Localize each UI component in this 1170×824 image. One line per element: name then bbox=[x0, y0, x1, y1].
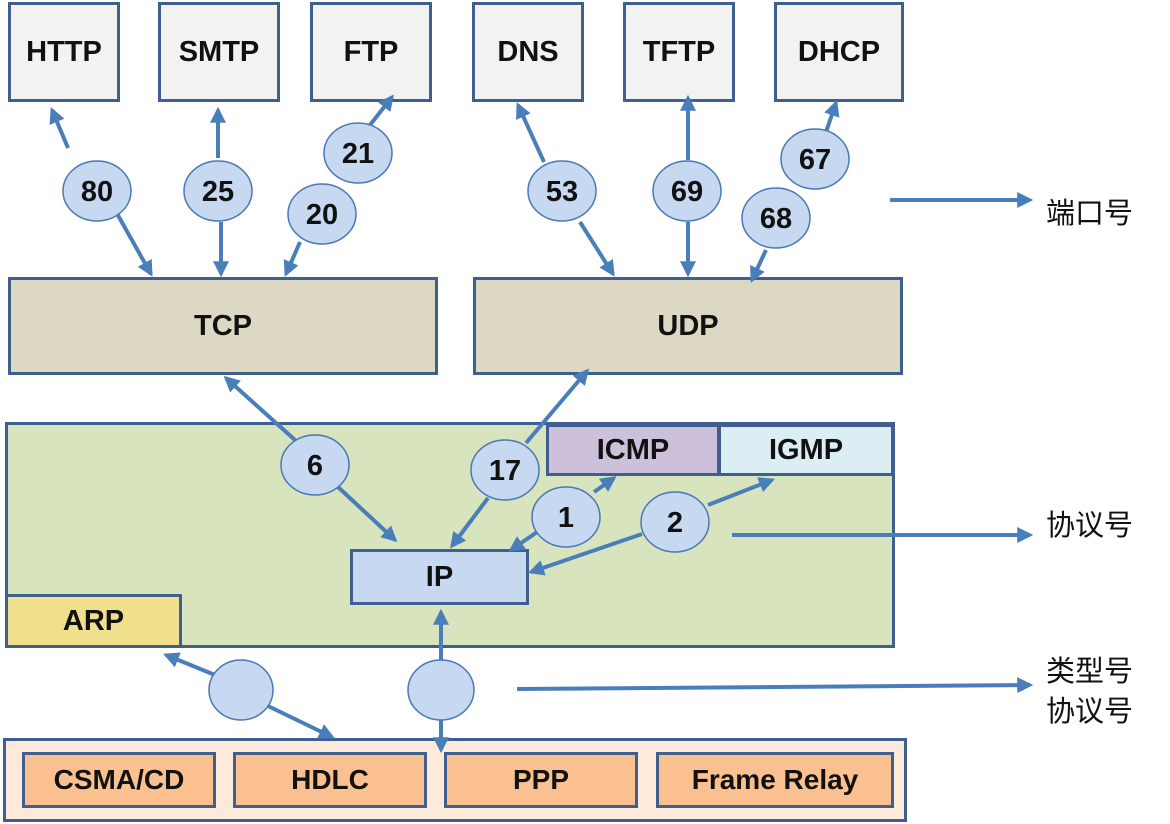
arp-empty-bubble bbox=[208, 659, 274, 721]
port-bubble-25: 25 bbox=[183, 160, 253, 222]
link-hdlc-box: HDLC bbox=[233, 752, 427, 808]
protocol-bubble-2: 2 bbox=[640, 491, 710, 553]
port-bubble-21: 21 bbox=[323, 122, 393, 184]
arp-box: ARP bbox=[5, 594, 182, 648]
icmp-box: ICMP bbox=[546, 424, 720, 476]
port-bubble-68: 68 bbox=[741, 187, 811, 249]
arp-arrow-up bbox=[163, 652, 216, 677]
svg-text:67: 67 bbox=[799, 144, 831, 176]
svg-text:1: 1 bbox=[558, 502, 574, 534]
svg-text:80: 80 bbox=[81, 176, 113, 208]
type-side-arrow bbox=[516, 677, 1034, 694]
svg-text:2: 2 bbox=[667, 507, 683, 539]
dhcp-arrow-up bbox=[824, 99, 840, 133]
smtp-box: SMTP bbox=[158, 2, 280, 102]
protocol-bubble-6: 6 bbox=[280, 434, 350, 496]
port-number-label: 端口号 bbox=[1046, 196, 1134, 230]
dns-arrow-up bbox=[516, 102, 546, 163]
svg-text:69: 69 bbox=[671, 176, 703, 208]
tftp-box: TFTP bbox=[623, 2, 735, 102]
port-bubble-80: 80 bbox=[62, 160, 132, 222]
http-box: HTTP bbox=[8, 2, 120, 102]
protocol-number-label-2: 协议号 bbox=[1046, 694, 1134, 728]
type-number-label: 类型号 bbox=[1046, 654, 1134, 688]
ftp-arrow-up bbox=[368, 94, 394, 127]
arp-arrow-down bbox=[267, 704, 335, 739]
udp-arrow-up bbox=[524, 368, 590, 445]
dns-box: DNS bbox=[472, 2, 584, 102]
igmp-box: IGMP bbox=[718, 424, 894, 476]
link-framerelay-box: Frame Relay bbox=[656, 752, 894, 808]
protocol-bubble-17: 17 bbox=[470, 439, 540, 501]
port-bubble-53: 53 bbox=[527, 160, 597, 222]
ftp-arrow-down bbox=[283, 241, 302, 277]
tcp-box: TCP bbox=[8, 277, 438, 375]
port-bubble-20: 20 bbox=[287, 183, 357, 245]
svg-text:53: 53 bbox=[546, 176, 578, 208]
port-bubble-67: 67 bbox=[780, 128, 850, 190]
icmp-arrow-up bbox=[592, 476, 617, 494]
igmp-arrow-up bbox=[707, 477, 775, 507]
svg-text:21: 21 bbox=[342, 138, 374, 170]
http-arrow-up bbox=[49, 107, 70, 149]
dns-arrow-down bbox=[578, 220, 615, 277]
udp-arrow-down bbox=[450, 496, 490, 549]
ftp-box: FTP bbox=[310, 2, 432, 102]
protocol-bubble-1: 1 bbox=[531, 486, 601, 548]
link-csmacd-box: CSMA/CD bbox=[22, 752, 216, 808]
dhcp-box: DHCP bbox=[774, 2, 904, 102]
svg-text:68: 68 bbox=[760, 203, 792, 235]
protocol-number-label: 协议号 bbox=[1046, 508, 1134, 542]
tcp-arrow-up bbox=[223, 375, 297, 442]
port-bubble-69: 69 bbox=[652, 160, 722, 222]
tcp-arrow-down bbox=[336, 485, 398, 543]
udp-box: UDP bbox=[473, 277, 903, 375]
ip-box: IP bbox=[350, 549, 529, 605]
ip-empty-bubble bbox=[407, 659, 475, 721]
dhcp-arrow-down bbox=[750, 249, 768, 283]
svg-text:6: 6 bbox=[307, 450, 323, 482]
svg-text:17: 17 bbox=[489, 455, 521, 487]
http-arrow-down bbox=[113, 209, 153, 277]
svg-text:20: 20 bbox=[306, 199, 338, 231]
igmp-arrow-down bbox=[527, 532, 643, 576]
link-ppp-box: PPP bbox=[444, 752, 638, 808]
icmp-arrow-down bbox=[508, 528, 542, 552]
svg-text:25: 25 bbox=[202, 176, 234, 208]
